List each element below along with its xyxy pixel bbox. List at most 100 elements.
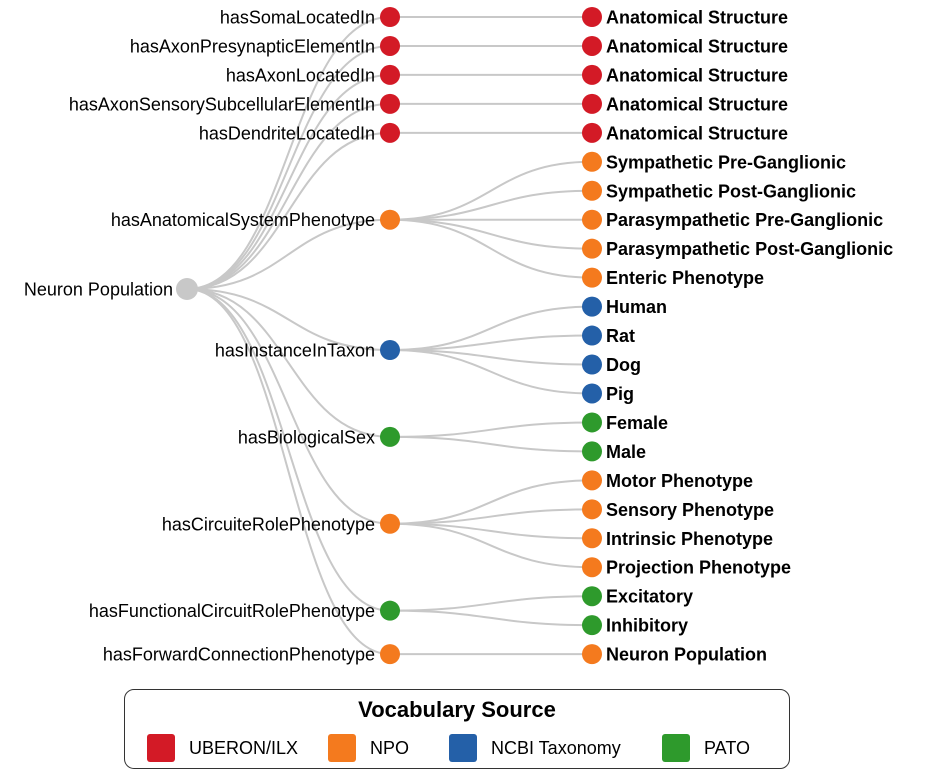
edge-property-to-value	[389, 189, 593, 221]
value-label: Male	[606, 442, 646, 462]
value-label: Projection Phenotype	[606, 558, 791, 578]
property-label: hasDendriteLocatedIn	[199, 123, 375, 143]
value-label: Enteric Phenotype	[606, 268, 764, 288]
value-node	[582, 383, 602, 404]
property-label: hasAxonLocatedIn	[226, 65, 375, 85]
legend-swatch-uberon	[147, 734, 175, 762]
value-label: Anatomical Structure	[606, 123, 788, 143]
value-label: Parasympathetic Post-Ganglionic	[606, 239, 893, 259]
edge-root-to-property	[186, 218, 391, 290]
legend: Vocabulary Source UBERON/ILX NPO NCBI Ta…	[124, 689, 790, 769]
value-node	[582, 35, 602, 56]
value-label: Anatomical Structure	[606, 65, 788, 85]
legend-item-ncbi: NCBI Taxonomy	[449, 734, 621, 762]
value-label: Neuron Population	[606, 645, 767, 665]
value-label: Sympathetic Pre-Ganglionic	[606, 152, 846, 172]
root-label: Neuron Population	[24, 280, 173, 300]
value-node	[582, 586, 602, 607]
edge-root-to-property	[186, 288, 391, 656]
property-label: hasInstanceInTaxon	[215, 341, 375, 361]
edge-root-to-property	[186, 288, 391, 525]
edge-root-to-property	[186, 102, 391, 290]
value-label: Human	[606, 297, 667, 317]
value-node	[582, 499, 602, 520]
value-node	[582, 93, 602, 114]
value-node	[582, 557, 602, 578]
value-node	[582, 238, 602, 259]
value-label: Intrinsic Phenotype	[606, 529, 773, 549]
edge-property-to-value	[389, 334, 593, 352]
value-label: Anatomical Structure	[606, 94, 788, 114]
property-node	[380, 644, 400, 665]
property-node	[380, 122, 400, 143]
edge-property-to-value	[389, 595, 593, 612]
value-node	[582, 354, 602, 375]
edge-property-to-value	[389, 421, 593, 438]
value-label: Anatomical Structure	[606, 36, 788, 56]
property-node	[380, 513, 400, 534]
property-node	[380, 426, 400, 447]
edge-property-to-value	[389, 609, 593, 627]
edge-property-to-value	[389, 160, 593, 221]
value-node	[582, 151, 602, 172]
edge-root-to-property	[186, 16, 391, 290]
legend-swatch-pato	[662, 734, 690, 762]
value-label: Pig	[606, 384, 634, 404]
edge-property-to-value	[389, 305, 593, 352]
value-node	[582, 644, 602, 665]
property-label: hasAnatomicalSystemPhenotype	[111, 210, 375, 230]
property-node	[380, 93, 400, 114]
value-node	[582, 412, 602, 433]
edge-property-to-value	[389, 349, 593, 366]
value-label: Female	[606, 413, 668, 433]
property-label: hasForwardConnectionPhenotype	[103, 645, 375, 665]
value-node	[582, 180, 602, 201]
property-node	[380, 209, 400, 230]
tree-svg: Anatomical Structure hasSomaLocatedInAnat…	[24, 7, 893, 665]
edge-root-to-property	[186, 288, 391, 438]
edge-root-to-property	[186, 288, 391, 352]
property-node	[380, 7, 400, 27]
property-label: hasAxonPresynapticElementIn	[130, 36, 375, 56]
edge-root-to-property	[186, 288, 391, 612]
property-node	[380, 340, 400, 361]
value-node	[582, 615, 602, 636]
legend-item-pato: PATO	[662, 734, 750, 762]
node-layer: Anatomical Structure hasSomaLocatedInAnat…	[24, 7, 893, 665]
property-label: hasSomaLocatedIn	[220, 8, 375, 28]
value-label: Sympathetic Post-Ganglionic	[606, 181, 856, 201]
edge-property-to-value	[389, 522, 593, 540]
property-label: hasBiologicalSex	[238, 427, 375, 447]
edge-property-to-value	[389, 435, 593, 453]
edge-property-to-value	[389, 508, 593, 525]
property-label: hasFunctionalCircuitRolePhenotype	[89, 601, 375, 621]
legend-item-npo: NPO	[328, 734, 409, 762]
value-node	[582, 122, 602, 143]
edge-property-to-value	[389, 479, 593, 525]
value-node	[582, 267, 602, 288]
property-node	[380, 64, 400, 85]
legend-label-uberon: UBERON/ILX	[189, 737, 299, 758]
edge-layer	[186, 16, 593, 656]
edge-property-to-value	[389, 349, 593, 395]
value-label: Parasympathetic Pre-Ganglionic	[606, 210, 883, 230]
value-label: Motor Phenotype	[606, 471, 753, 491]
root-node	[176, 278, 198, 300]
value-node	[582, 296, 602, 317]
edge-root-to-property	[186, 44, 391, 290]
legend-swatch-ncbi	[449, 734, 477, 762]
value-node	[582, 7, 602, 27]
legend-item-uberon: UBERON/ILX	[147, 734, 298, 762]
value-label: Sensory Phenotype	[606, 500, 774, 520]
property-node	[380, 35, 400, 56]
legend-label-npo: NPO	[370, 737, 410, 758]
value-label: Excitatory	[606, 587, 693, 607]
property-node	[380, 600, 400, 621]
edge-property-to-value	[389, 218, 593, 250]
property-label: hasAxonSensorySubcellularElementIn	[69, 94, 375, 114]
value-node	[582, 325, 602, 346]
legend-label-ncbi: NCBI Taxonomy	[491, 737, 621, 758]
edge-property-to-value	[389, 522, 593, 569]
value-label: Dog	[606, 355, 641, 375]
